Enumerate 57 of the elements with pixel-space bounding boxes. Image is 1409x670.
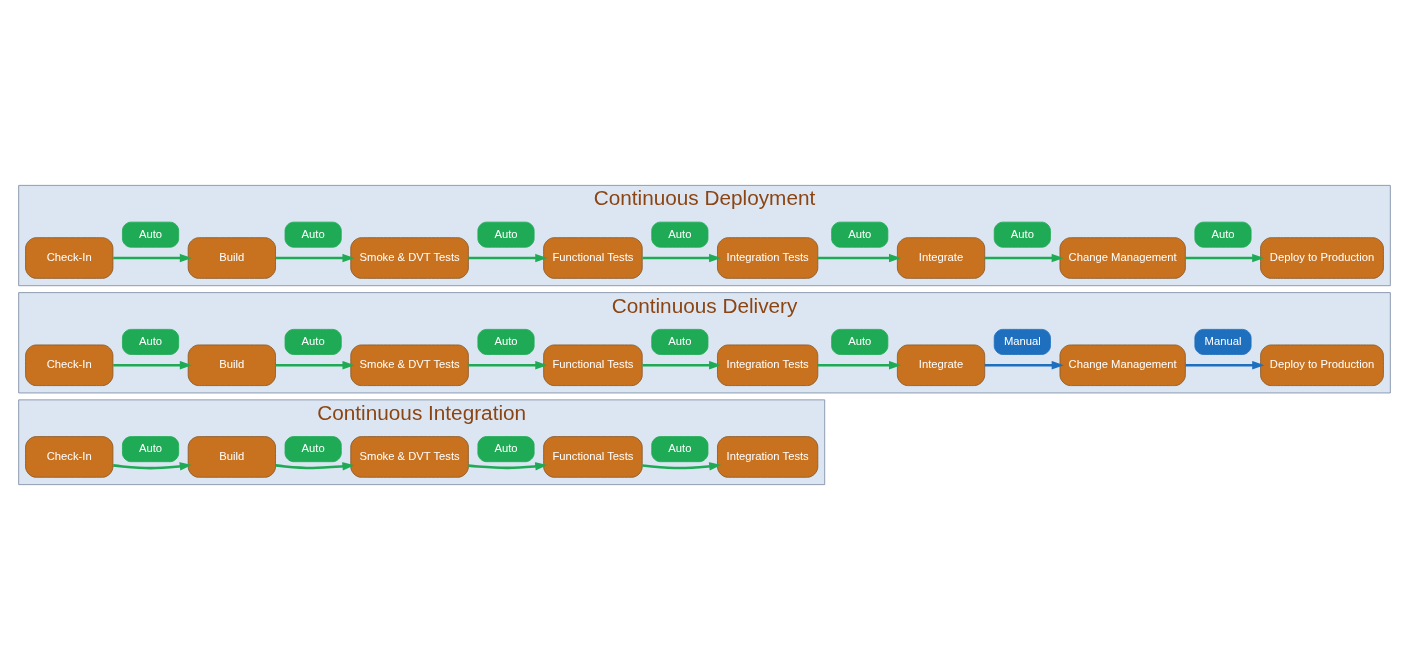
node-box: Build [187,436,276,478]
arrow [275,253,355,263]
node-box: Auto [284,221,342,248]
arrow [642,361,722,370]
node-box: Integrate [896,237,986,279]
node-box: Auto [122,221,180,248]
arrow [468,462,548,471]
node-box: Manual [1194,328,1252,355]
node-box: Auto [284,328,342,355]
arrow [468,253,548,263]
arrow [275,361,355,370]
node-box: Auto [122,436,180,463]
node-box: Deploy to Production [1260,237,1384,279]
node-box: Auto [651,328,709,355]
node-box: Auto [477,436,535,463]
node-box: Smoke & DVT Tests [350,436,469,478]
node-box: Build [187,237,276,279]
node-box: Auto [651,436,709,463]
node-box: Auto [651,221,709,248]
node-box: Auto [122,328,180,355]
node-box: Check-In [25,436,114,478]
node-box: Build [187,344,276,386]
node-box: Smoke & DVT Tests [350,344,469,386]
node-box: Auto [284,436,342,463]
arrow [468,361,548,370]
arrow [642,462,722,471]
node-box: Manual [993,328,1051,355]
arrow [642,253,722,263]
arrow [984,361,1064,370]
arrow [1185,361,1265,370]
node-box: Functional Tests [543,344,643,386]
node-box: Check-In [25,237,114,279]
node-box: Auto [1194,221,1252,248]
node-box: Auto [831,221,889,248]
node-box: Integrate [896,344,986,386]
arrow [113,253,192,263]
arrow [275,462,355,471]
node-box: Functional Tests [543,237,643,279]
arrow [984,253,1064,263]
arrow [1185,253,1265,263]
arrow [113,361,192,370]
node-box: Deploy to Production [1260,344,1384,386]
node-box: Auto [477,221,535,248]
node-box: Auto [993,221,1051,248]
arrow [113,462,192,471]
node-box: Integration Tests [717,344,819,386]
node-box: Integration Tests [717,237,819,279]
node-box: Auto [477,328,535,355]
arrow [817,253,902,263]
node-box: Check-In [25,344,114,386]
node-box: Change Management [1059,344,1186,386]
node-box: Smoke & DVT Tests [350,237,469,279]
node-box: Functional Tests [543,436,643,478]
arrow [817,361,902,370]
node-box: Change Management [1059,237,1186,279]
node-box: Integration Tests [717,436,819,478]
node-box: Auto [831,328,889,355]
